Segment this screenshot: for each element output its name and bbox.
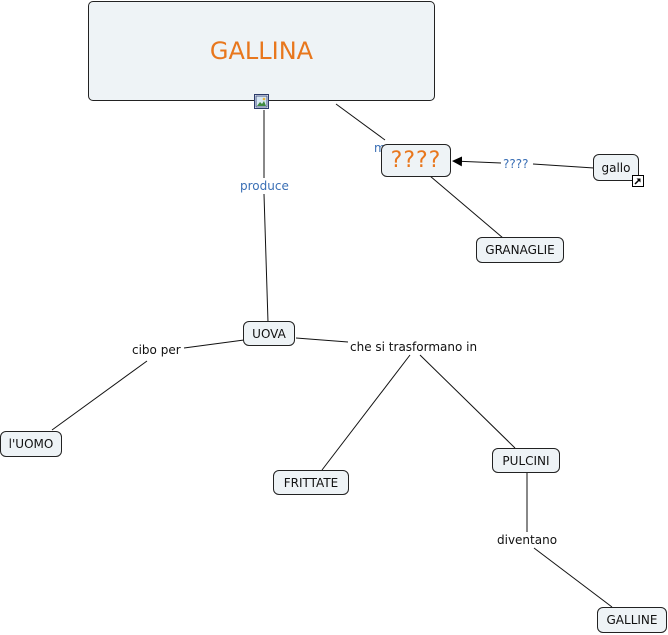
line-produce-uova <box>263 193 269 323</box>
link-label-diventano: diventano <box>495 533 560 547</box>
node-question[interactable]: ???? <box>381 144 451 177</box>
line-uova-trasformano <box>295 337 349 343</box>
node-uomo-label: l'UOMO <box>8 437 54 451</box>
node-gallina-label: GALLINA <box>209 37 314 65</box>
partial-link-label: m <box>374 141 386 155</box>
link-label-cibo-per: cibo per <box>130 343 183 357</box>
node-granaglie-label: GRANAGLIE <box>485 243 555 257</box>
node-pulcini-label: PULCINI <box>502 453 550 468</box>
node-galline-label: GALLINE <box>606 613 658 627</box>
line-gallo-label <box>532 163 595 169</box>
node-uomo[interactable]: l'UOMO <box>0 431 62 457</box>
line-uova-cibo <box>183 339 245 349</box>
link-label-che-si-trasformano-in: che si trasformano in <box>348 340 480 354</box>
link-label-gallo-question: ???? <box>501 157 531 171</box>
line-diventano-galline <box>533 547 613 608</box>
node-granaglie[interactable]: GRANAGLIE <box>476 237 564 263</box>
node-gallo[interactable]: gallo <box>593 154 639 181</box>
node-question-label: ???? <box>390 148 442 173</box>
line-cibo-uomo <box>51 360 148 431</box>
arrow-to-question <box>452 156 502 167</box>
node-pulcini[interactable]: PULCINI <box>492 448 560 473</box>
shortcut-arrow-icon[interactable] <box>632 175 644 187</box>
node-frittate[interactable]: FRITTATE <box>273 470 349 495</box>
node-uova[interactable]: UOVA <box>243 321 295 346</box>
line-trasformano-pulcini <box>419 354 516 449</box>
image-icon[interactable] <box>254 94 269 109</box>
line-question-granaglie <box>429 175 504 239</box>
line-trasformano-frittate <box>321 354 411 471</box>
line-gallina-question <box>335 103 386 141</box>
node-galline[interactable]: GALLINE <box>597 607 667 633</box>
node-uova-label: UOVA <box>252 326 286 341</box>
node-gallina[interactable]: GALLINA <box>88 1 435 101</box>
node-frittate-label: FRITTATE <box>283 475 339 490</box>
link-label-produce: produce <box>238 179 291 193</box>
node-gallo-label: gallo <box>601 160 631 175</box>
